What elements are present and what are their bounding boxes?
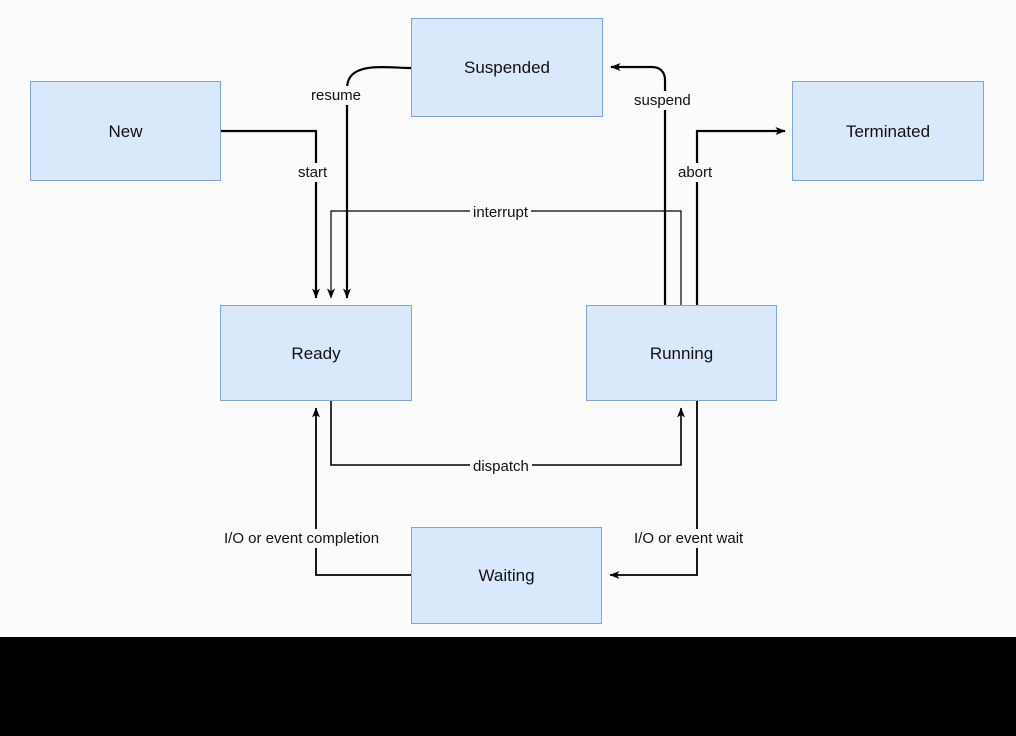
edge-label-io-wait: I/O or event wait	[631, 529, 747, 549]
edge-label-resume: resume	[308, 86, 365, 106]
state-node-waiting[interactable]: Waiting	[411, 527, 602, 624]
edge-label-dispatch: dispatch	[470, 457, 532, 477]
bottom-letterbox-bar	[0, 637, 1016, 736]
edge-start	[221, 129, 320, 299]
edge-label-abort: abort	[675, 163, 716, 183]
edge-interrupt	[327, 210, 682, 305]
state-node-suspended-label: Suspended	[463, 58, 551, 77]
edge-label-start: start	[295, 163, 331, 183]
state-node-ready-label: Ready	[291, 343, 341, 363]
edge-io-wait	[609, 401, 698, 579]
edge-io-completion	[312, 407, 411, 576]
state-node-ready[interactable]: Ready	[220, 305, 412, 401]
state-node-new-label: New	[108, 121, 143, 141]
state-node-running[interactable]: Running	[586, 305, 777, 401]
edge-label-io-completion: I/O or event completion	[221, 529, 383, 549]
state-node-terminated-label: Terminated	[845, 121, 931, 141]
edge-dispatch	[330, 401, 685, 466]
edge-suspend	[610, 63, 667, 305]
state-node-suspended[interactable]: Suspended	[411, 18, 603, 117]
state-node-terminated[interactable]: Terminated	[792, 81, 984, 181]
state-node-waiting-label: Waiting	[478, 566, 535, 585]
state-node-running-label: Running	[649, 343, 714, 363]
diagram-canvas: New Suspended Terminated Ready Running W…	[0, 0, 1016, 637]
edge-label-interrupt: interrupt	[470, 203, 532, 223]
edge-abort	[695, 127, 786, 305]
edge-label-suspend: suspend	[631, 91, 694, 111]
state-node-new[interactable]: New	[30, 81, 221, 181]
